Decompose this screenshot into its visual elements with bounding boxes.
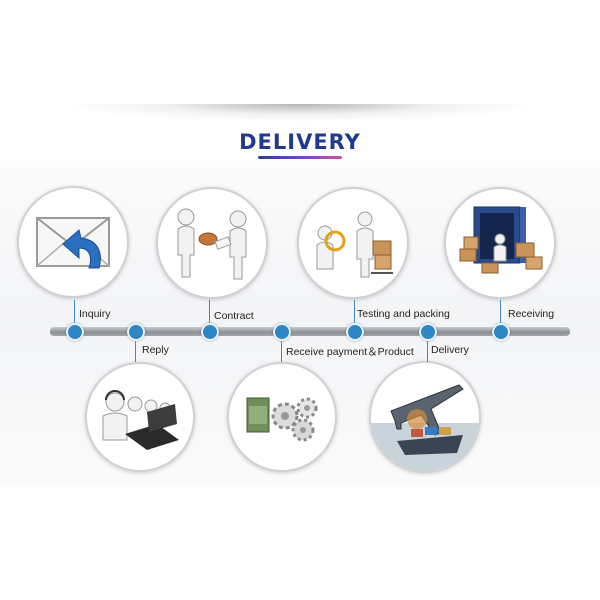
step-label-delivery: Delivery [431, 344, 469, 356]
connector-delivery [427, 341, 428, 362]
connector-testing [354, 300, 355, 323]
connector-receiving [500, 300, 501, 323]
timeline-dot-receiving [492, 323, 510, 341]
title-underline [258, 156, 342, 159]
payment-image [227, 362, 337, 472]
connector-payment [281, 341, 282, 362]
call-center-agents-icon [102, 390, 179, 450]
step-label-contract: Contract [214, 310, 254, 322]
timeline-dot-payment [273, 323, 291, 341]
testing-image [297, 187, 409, 299]
header-shadow [60, 104, 540, 122]
inquiry-image [17, 186, 129, 298]
reply-image [85, 362, 195, 472]
envelope-arrow-icon [36, 217, 110, 269]
timeline-dot-testing [346, 323, 364, 341]
inspection-boxes-icon [316, 211, 393, 278]
contract-image [156, 187, 268, 299]
receiving-image [444, 187, 556, 299]
page-title: DELIVERY [239, 130, 361, 154]
timeline-dot-inquiry [66, 323, 84, 341]
handshake-figures-icon [177, 208, 247, 280]
timeline-dot-contract [201, 323, 219, 341]
delivery-image [369, 361, 481, 473]
airplane-ship-icon [371, 384, 479, 471]
step-label-receiving: Receiving [508, 308, 555, 320]
connector-reply [135, 341, 136, 362]
step-label-inquiry: Inquiry [79, 308, 111, 320]
connector-contract [209, 300, 210, 323]
money-gears-icon [246, 397, 318, 442]
timeline-dot-reply [127, 323, 145, 341]
step-label-testing: Testing and packing [357, 308, 450, 320]
timeline-bar [50, 327, 570, 336]
step-label-reply: Reply [142, 344, 169, 356]
timeline-dot-delivery [419, 323, 437, 341]
step-label-payment: Receive payment＆Product [286, 346, 414, 358]
connector-inquiry [74, 300, 75, 323]
container-unloading-icon [459, 206, 543, 274]
